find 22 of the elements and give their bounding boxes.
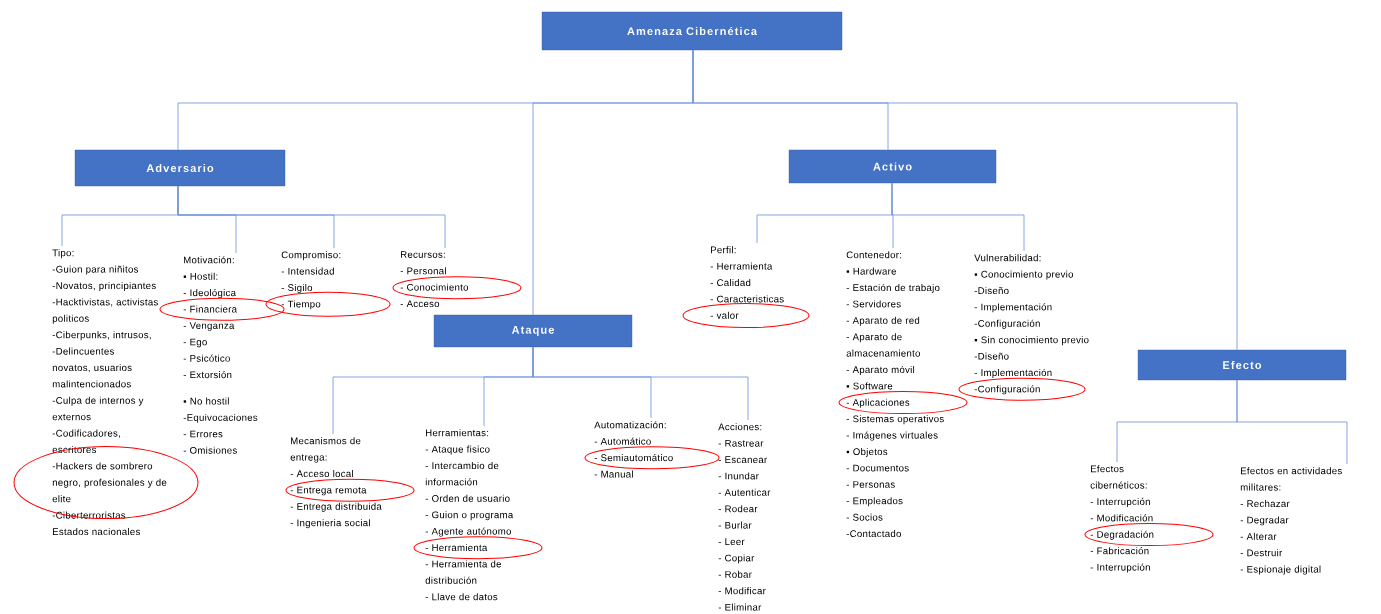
- category-list: Vulnerabilidad: ▪ Conocimiento previo -Diseño - Implementación -Configuración ▪ Sin conocimiento previo -Diseño - Implementación -Configuración: [974, 254, 1089, 395]
- category-list: Perfil: - Herramienta - Calidad - Caracteristicas - valor: [710, 246, 784, 319]
- category-box: Efecto: [1137, 349, 1347, 381]
- category-list: Automatización: - Automático - Semiautomático - Manual: [594, 421, 673, 478]
- category-list: Herramientas: - Ataque fisico - Intercambio de información - Orden de usuario - Guion o programa - Agente autónomo - Herramienta - Herramienta de distribución - Llave de datos: [425, 429, 514, 601]
- category-box: Amenaza Cibernética: [541, 11, 843, 51]
- connector-line: [692, 49, 1238, 351]
- connector-line: [177, 185, 446, 249]
- connector-line: [891, 182, 1025, 252]
- category-list: Efectos cibernéticos: - Interrupción - Modificación - Degradación - Fabricación - Interrupción: [1090, 465, 1154, 573]
- category-box: Activo: [788, 149, 997, 184]
- category-list: Motivación: ▪ Hostil: - Ideológica - Financiera - Venganza - Ego - Psicótico - Extorsión ▪ No hostil -Equivocaciones - Errores - Omisiones: [183, 256, 258, 454]
- category-list: Acciones: - Rastrear - Escanear - Inundar - Autenticar - Rodear - Burlar - Leer - Copiar - Robar - Modificar - Eliminar: [718, 423, 771, 611]
- category-list: Efectos en actividades militares: - Rechazar - Degradar - Alterar - Destruir - Espionaje digital: [1240, 467, 1342, 575]
- category-list: Compromiso: - Intensidad - Sigilo - Tiempo: [281, 251, 341, 310]
- category-box: Ataque: [433, 314, 633, 348]
- category-list: Recursos: - Personal - Conocimiento - Acceso: [400, 251, 469, 308]
- category-box: Adversario: [74, 149, 286, 187]
- category-list: Contenedor: ▪ Hardware - Estación de trabajo - Servidores - Aparato de red - Aparato de almacenamiento - Aparato móvil ▪ Software - Aplicaciones - Sistemas operativos - Imágenes virtuales ▪ Objetos - Documentos - Personas - Empleados - Socios -Contactado: [846, 251, 944, 538]
- connector-line: [532, 346, 749, 421]
- category-list: Mecanismos de entrega: - Acceso local - Entrega remota - Entrega distribuida - Ingenieria social: [290, 437, 382, 529]
- connector-line: [1236, 379, 1348, 465]
